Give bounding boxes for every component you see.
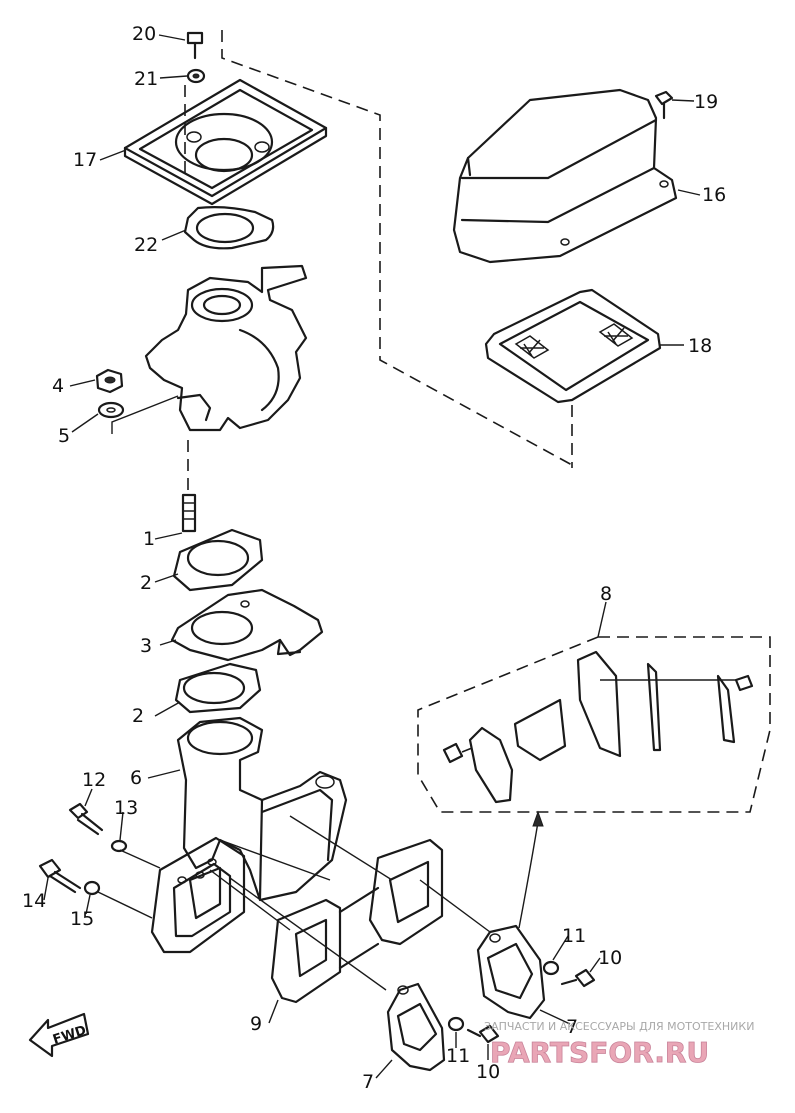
callout-15: 15 (70, 908, 94, 930)
callout-17: 17 (73, 149, 97, 171)
callout-3: 3 (140, 635, 152, 657)
gasket-part-2-upper (172, 528, 264, 592)
gasket-part-22 (183, 206, 275, 250)
washer-part-13 (110, 839, 128, 853)
callout-16: 16 (702, 184, 726, 206)
callout-14: 14 (22, 890, 46, 912)
callout-22: 22 (134, 234, 158, 256)
fwd-arrow-icon: FWD (28, 1012, 90, 1058)
bolt-part-19 (654, 90, 674, 120)
callout-4: 4 (52, 375, 64, 397)
callout-11-right: 11 (562, 925, 586, 947)
callout-19: 19 (694, 91, 718, 113)
washer-part-15 (83, 880, 101, 896)
watermark: ЗАПЧАСТИ И АКСЕССУАРЫ ДЛЯ МОТОТЕХНИКИ PA… (484, 1020, 754, 1069)
reed-valve-plate-left (150, 836, 246, 954)
nut-part-4 (95, 368, 124, 394)
bolt-part-10-lower (466, 1024, 500, 1044)
reed-valve-detail-part-8 (442, 650, 754, 929)
cover-plate-part-17 (123, 78, 328, 206)
washer-part-11-right (542, 960, 560, 976)
intake-manifold-part-6 (176, 716, 348, 902)
callout-12: 12 (82, 769, 106, 791)
callout-6: 6 (130, 767, 142, 789)
bolt-part-14 (38, 858, 82, 894)
callout-18: 18 (688, 335, 712, 357)
callout-10-right: 10 (598, 947, 622, 969)
reed-valve-detail-box (417, 636, 771, 813)
stud-part-1 (181, 493, 197, 533)
callout-21: 21 (134, 68, 158, 90)
filter-element-part-18 (484, 288, 662, 404)
watermark-logo: PARTSFOR.RU (490, 1036, 709, 1069)
washer-part-11-lower (447, 1016, 465, 1032)
reed-valve-part-7-right (476, 924, 546, 1020)
callout-7-lower: 7 (362, 1071, 374, 1093)
cover-part-16 (452, 88, 678, 264)
callout-7-right: 7 (566, 1016, 578, 1038)
callout-11-lower: 11 (446, 1045, 470, 1067)
bolt-part-20 (186, 31, 204, 60)
callout-1: 1 (143, 528, 155, 550)
callout-5: 5 (58, 425, 70, 447)
bolt-part-10-right (560, 968, 596, 988)
callout-13: 13 (114, 797, 138, 819)
watermark-caption: ЗАПЧАСТИ И АКСЕССУАРЫ ДЛЯ МОТОТЕХНИКИ (484, 1020, 754, 1033)
leader-lines (43, 34, 701, 1079)
callout-8: 8 (600, 583, 612, 605)
reed-valve-part-7-lower (386, 982, 446, 1072)
gasket-part-2-lower (174, 662, 262, 714)
bracket-part-3 (170, 588, 324, 662)
fwd-label: FWD (51, 1023, 88, 1048)
callout-20: 20 (132, 23, 156, 45)
callout-9: 9 (250, 1013, 262, 1035)
bolt-part-12 (68, 802, 104, 836)
callout-2-upper: 2 (140, 572, 152, 594)
callout-2-lower: 2 (132, 705, 144, 727)
washer-part-5 (97, 401, 125, 419)
dashed-reference-lines (184, 30, 771, 813)
carburetor-body (144, 264, 308, 432)
gasket-part-9 (270, 838, 444, 1004)
callout-10-lower: 10 (476, 1061, 500, 1083)
callout-labels: 20 21 17 22 4 5 1 2 3 2 6 12 13 14 15 9 … (22, 23, 726, 1093)
washer-part-21 (186, 68, 206, 84)
